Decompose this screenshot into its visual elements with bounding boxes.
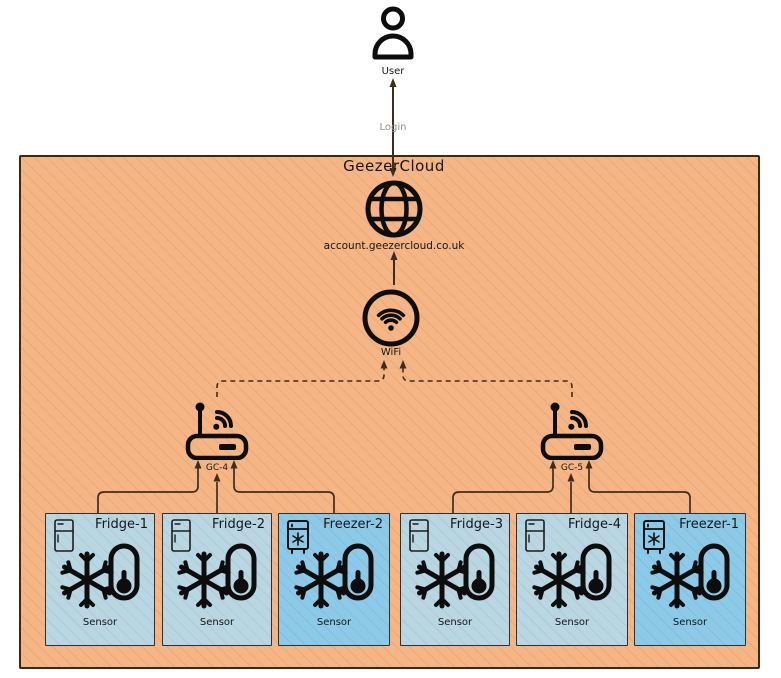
sensor-label: Sensor — [316, 617, 352, 628]
user-label: User — [381, 66, 405, 77]
wifi-node — [361, 288, 421, 348]
snowflake-thermometer-icon — [647, 540, 733, 616]
sensor-label: Sensor — [554, 617, 590, 628]
user-icon — [369, 6, 417, 64]
gateway-label-gc4: GC-4 — [205, 463, 229, 473]
appliance-label: Fridge-4 — [568, 517, 621, 532]
appliance-box-freezer-1: Freezer-1 Sensor — [634, 513, 746, 646]
wifi-icon — [361, 288, 421, 348]
login-edge-label: Login — [379, 122, 407, 133]
wifi-label: WiFi — [380, 347, 402, 358]
appliance-label: Freezer-2 — [323, 517, 383, 532]
router-icon — [540, 398, 604, 460]
snowflake-thermometer-icon — [291, 540, 377, 616]
appliance-label: Fridge-2 — [212, 517, 265, 532]
cloud-title: GeezerCloud — [343, 157, 445, 175]
user-node — [369, 6, 417, 64]
arrowheads — [194, 78, 593, 482]
appliance-box-freezer-2: Freezer-2 Sensor — [278, 513, 390, 646]
snowflake-thermometer-icon — [529, 540, 615, 616]
appliance-box-fridge-1: Fridge-1 Sensor — [45, 513, 155, 646]
appliance-box-fridge-2: Fridge-2 Sensor — [162, 513, 272, 646]
sensor-label: Sensor — [672, 617, 708, 628]
appliance-box-fridge-3: Fridge-3 Sensor — [400, 513, 510, 646]
sensor-label: Sensor — [437, 617, 473, 628]
globe-icon — [363, 178, 425, 240]
snowflake-thermometer-icon — [174, 540, 260, 616]
snowflake-thermometer-icon — [412, 540, 498, 616]
appliance-box-fridge-4: Fridge-4 Sensor — [516, 513, 628, 646]
sensor-label: Sensor — [199, 617, 235, 628]
appliance-label: Fridge-1 — [95, 517, 148, 532]
router-icon — [185, 398, 249, 460]
cloud-node — [363, 178, 425, 240]
cloud-url-label: account.geezercloud.co.uk — [323, 240, 465, 252]
sensor-label: Sensor — [82, 617, 118, 628]
snowflake-thermometer-icon — [57, 540, 143, 616]
appliance-label: Freezer-1 — [679, 517, 739, 532]
gateway-node-gc4 — [185, 398, 249, 460]
gateway-label-gc5: GC-5 — [560, 463, 584, 473]
appliance-label: Fridge-3 — [450, 517, 503, 532]
gateway-node-gc5 — [540, 398, 604, 460]
